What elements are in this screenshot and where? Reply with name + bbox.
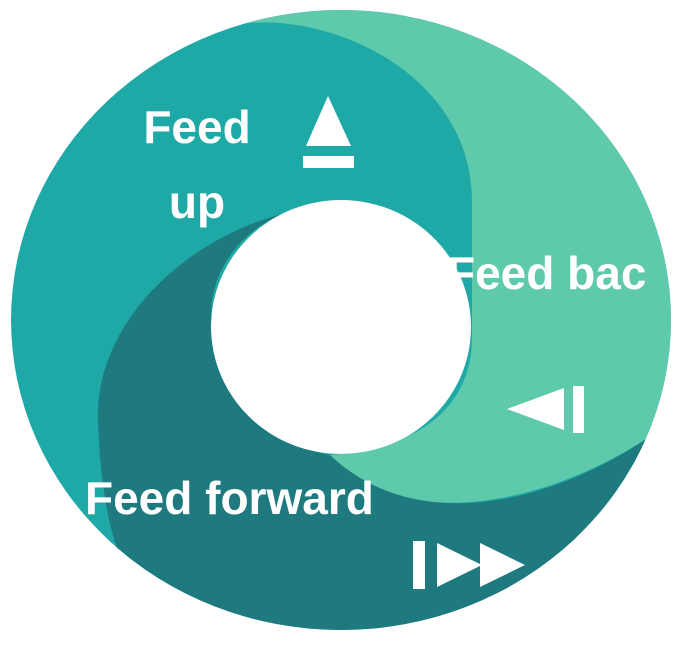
eject-icon	[303, 96, 354, 168]
feed-back-label: Feed bac	[447, 247, 646, 299]
skip-forward-icon	[413, 541, 525, 589]
feed-up-label-line1: Feed	[143, 101, 250, 153]
feed-up-label-line2: up	[169, 176, 225, 228]
segment-feed-back	[216, 10, 671, 503]
segment-feed-forward	[11, 212, 671, 630]
step-back-icon	[507, 386, 584, 433]
feed-forward-label: Feed forward	[85, 472, 374, 524]
